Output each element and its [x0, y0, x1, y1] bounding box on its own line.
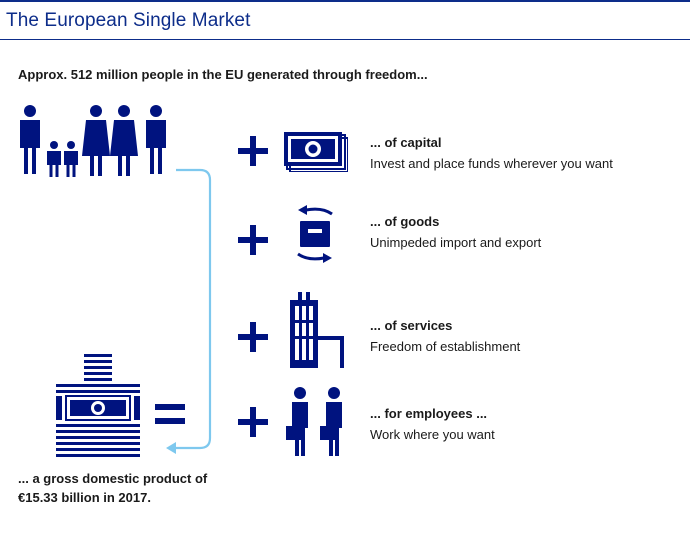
family-icon — [20, 105, 166, 177]
freedom-employees: ... for employees ... Work where you wan… — [370, 406, 495, 442]
freedom-capital-description: Invest and place funds wherever you want — [370, 156, 613, 171]
freedom-capital-heading: ... of capital — [370, 135, 442, 150]
package-exchange-icon — [297, 205, 333, 263]
freedom-services-description: Freedom of establishment — [370, 339, 521, 354]
flow-arrow — [166, 168, 212, 454]
plus-sign-services — [238, 322, 268, 352]
plus-sign-capital — [238, 136, 268, 166]
money-stack-icon — [284, 132, 348, 172]
plus-sign-goods — [238, 225, 268, 255]
freedom-employees-heading: ... for employees ... — [370, 406, 488, 421]
top-border — [0, 0, 690, 2]
page-title: The European Single Market — [6, 10, 251, 31]
plus-sign-employees — [238, 407, 268, 437]
freedom-services-heading: ... of services — [370, 318, 453, 333]
gdp-line-1: ... a gross domestic product of — [18, 471, 208, 486]
equals-sign — [155, 404, 185, 424]
freedom-capital: ... of capital Invest and place funds wh… — [370, 135, 613, 171]
freedom-employees-description: Work where you want — [370, 427, 495, 442]
freedom-goods-description: Unimpeded import and export — [370, 235, 542, 250]
intro-text: Approx. 512 million people in the EU gen… — [18, 67, 428, 82]
gdp-money-stacks-icon — [56, 354, 140, 457]
freedom-goods-heading: ... of goods — [370, 214, 440, 229]
office-building-icon — [290, 292, 344, 368]
freedom-services: ... of services Freedom of establishment — [370, 318, 520, 354]
workers-briefcase-icon — [286, 387, 342, 456]
freedom-goods: ... of goods Unimpeded import and export — [370, 214, 541, 250]
gdp-result-text: ... a gross domestic product of €15.33 b… — [18, 469, 207, 507]
gdp-line-2: €15.33 billion in 2017. — [18, 490, 151, 505]
title-divider — [0, 39, 690, 40]
